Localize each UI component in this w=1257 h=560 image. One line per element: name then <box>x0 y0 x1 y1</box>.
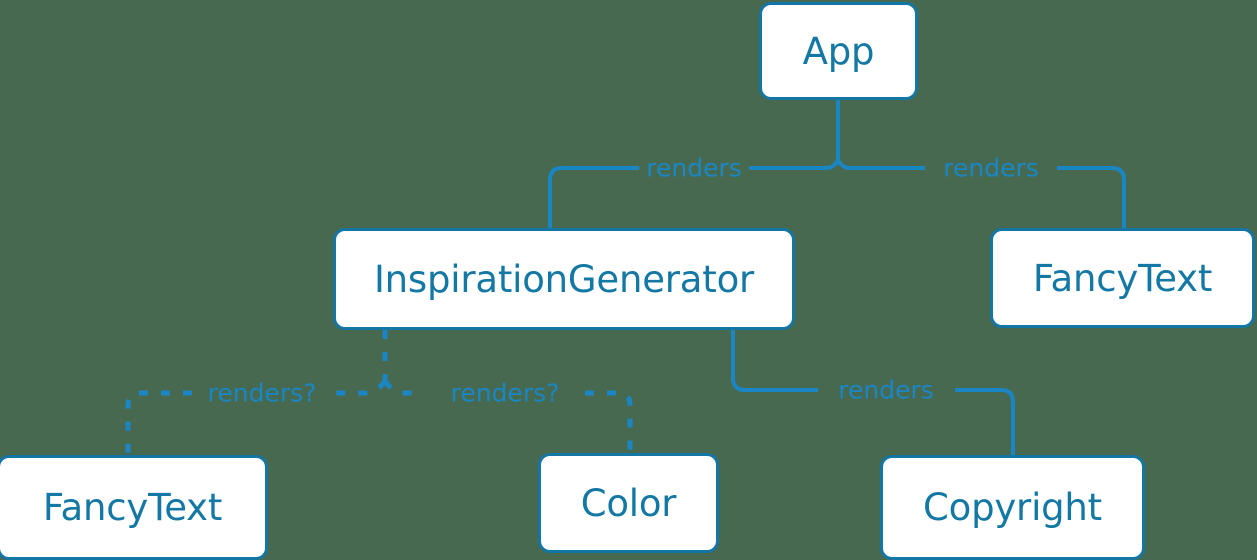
edge-label-inspgen-copyright: renders <box>831 377 941 403</box>
node-label-fancytext-bottom: FancyText <box>42 486 223 529</box>
node-label-app: App <box>802 29 875 73</box>
edge-label-app-inspgen: renders <box>639 155 749 181</box>
node-app[interactable]: App <box>759 2 918 100</box>
edge-inspgen-copyright <box>731 330 1015 455</box>
edge-label-inspgen-fancytext: renders? <box>200 380 324 406</box>
node-label-color: Color <box>580 481 677 525</box>
node-label-copyright: Copyright <box>923 486 1102 529</box>
node-label-inspiration-generator: InspirationGenerator <box>373 257 755 301</box>
edge-app-fancytext <box>836 159 1126 228</box>
node-inspiration-generator[interactable]: InspirationGenerator <box>333 228 795 330</box>
node-fancytext-bottom[interactable]: FancyText <box>0 455 268 560</box>
edge-label-app-fancytext: renders <box>936 155 1046 181</box>
node-label-fancytext-right: FancyText <box>1032 256 1213 300</box>
edge-inspgen-color-dashed <box>382 379 633 453</box>
node-fancytext-right[interactable]: FancyText <box>990 228 1255 328</box>
node-copyright[interactable]: Copyright <box>880 455 1145 560</box>
edge-inspgen-fancytext-dashed <box>125 379 388 455</box>
node-color[interactable]: Color <box>538 453 719 553</box>
edge-label-inspgen-color: renders? <box>443 380 567 406</box>
